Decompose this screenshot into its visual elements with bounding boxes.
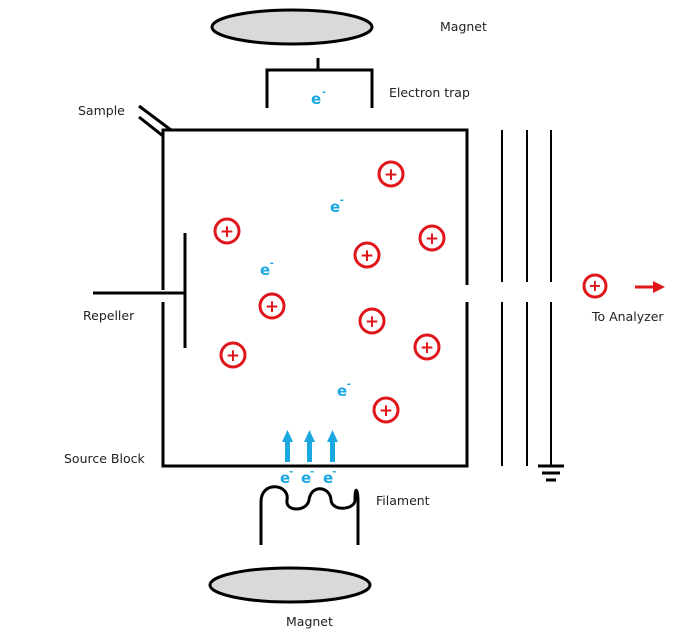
svg-text:+: + (425, 229, 439, 249)
svg-text:-: - (332, 467, 336, 478)
ion: + (213, 217, 241, 245)
svg-text:-: - (270, 258, 274, 269)
ion: + (258, 292, 286, 320)
svg-text:-: - (310, 467, 314, 478)
magnet-top-label: Magnet (440, 19, 487, 34)
svg-text:+: + (420, 338, 434, 358)
electron: e- (330, 195, 344, 216)
magnet-bottom-label: Magnet (286, 614, 333, 629)
exiting-ion: + (582, 273, 608, 299)
electron: e- (323, 467, 336, 487)
svg-text:+: + (365, 312, 379, 332)
electron: e- (337, 379, 351, 400)
electrons: e-e-e- (260, 195, 351, 400)
ion: + (377, 160, 405, 188)
ion: + (219, 341, 247, 369)
beam-arrow (327, 430, 338, 462)
ion: + (418, 224, 446, 252)
to-analyzer-label: To Analyzer (591, 309, 664, 324)
accelerator-plates (501, 130, 552, 466)
trap-electron: e - (311, 87, 326, 108)
beam-arrow (304, 430, 315, 462)
svg-text:+: + (360, 246, 374, 266)
ion: + (353, 241, 381, 269)
sample-label: Sample (78, 103, 125, 118)
svg-text:+: + (226, 346, 240, 366)
magnet-bottom (208, 566, 372, 604)
svg-text:e: e (330, 198, 340, 216)
electron: e- (301, 467, 314, 487)
magnet-top (210, 8, 374, 46)
source-block-label: Source Block (64, 451, 145, 466)
svg-text:e: e (311, 90, 321, 108)
emitted-electrons: e-e-e- (280, 467, 336, 487)
svg-text:e: e (337, 382, 347, 400)
ions: + + + + + + + + + (213, 160, 446, 424)
filament (259, 485, 360, 545)
repeller (93, 233, 187, 348)
filament-label: Filament (376, 493, 430, 508)
svg-text:-: - (347, 379, 351, 390)
arrow-right-icon (635, 281, 665, 293)
svg-text:+: + (379, 401, 393, 421)
electron: e- (260, 258, 274, 279)
source-block (161, 128, 469, 468)
ground-icon (538, 464, 564, 482)
ion: + (358, 307, 386, 335)
svg-text:-: - (289, 467, 293, 478)
svg-text:e: e (280, 469, 290, 487)
electron-trap-label: Electron trap (389, 85, 470, 100)
svg-text:e: e (260, 261, 270, 279)
ion: + (413, 333, 441, 361)
svg-text:+: + (220, 222, 234, 242)
beam-arrow (282, 430, 293, 462)
sample-inlet (138, 104, 172, 138)
electron-trap (265, 58, 374, 108)
svg-text:e: e (323, 469, 333, 487)
svg-text:-: - (340, 195, 344, 206)
electron-beam-arrows (282, 430, 338, 462)
svg-text:e: e (301, 469, 311, 487)
ion: + (372, 396, 400, 424)
svg-text:+: + (384, 165, 398, 185)
repeller-label: Repeller (83, 308, 135, 323)
svg-text:+: + (265, 297, 279, 317)
svg-text:+: + (588, 276, 601, 295)
electron: e- (280, 467, 293, 487)
svg-text:-: - (322, 87, 326, 98)
